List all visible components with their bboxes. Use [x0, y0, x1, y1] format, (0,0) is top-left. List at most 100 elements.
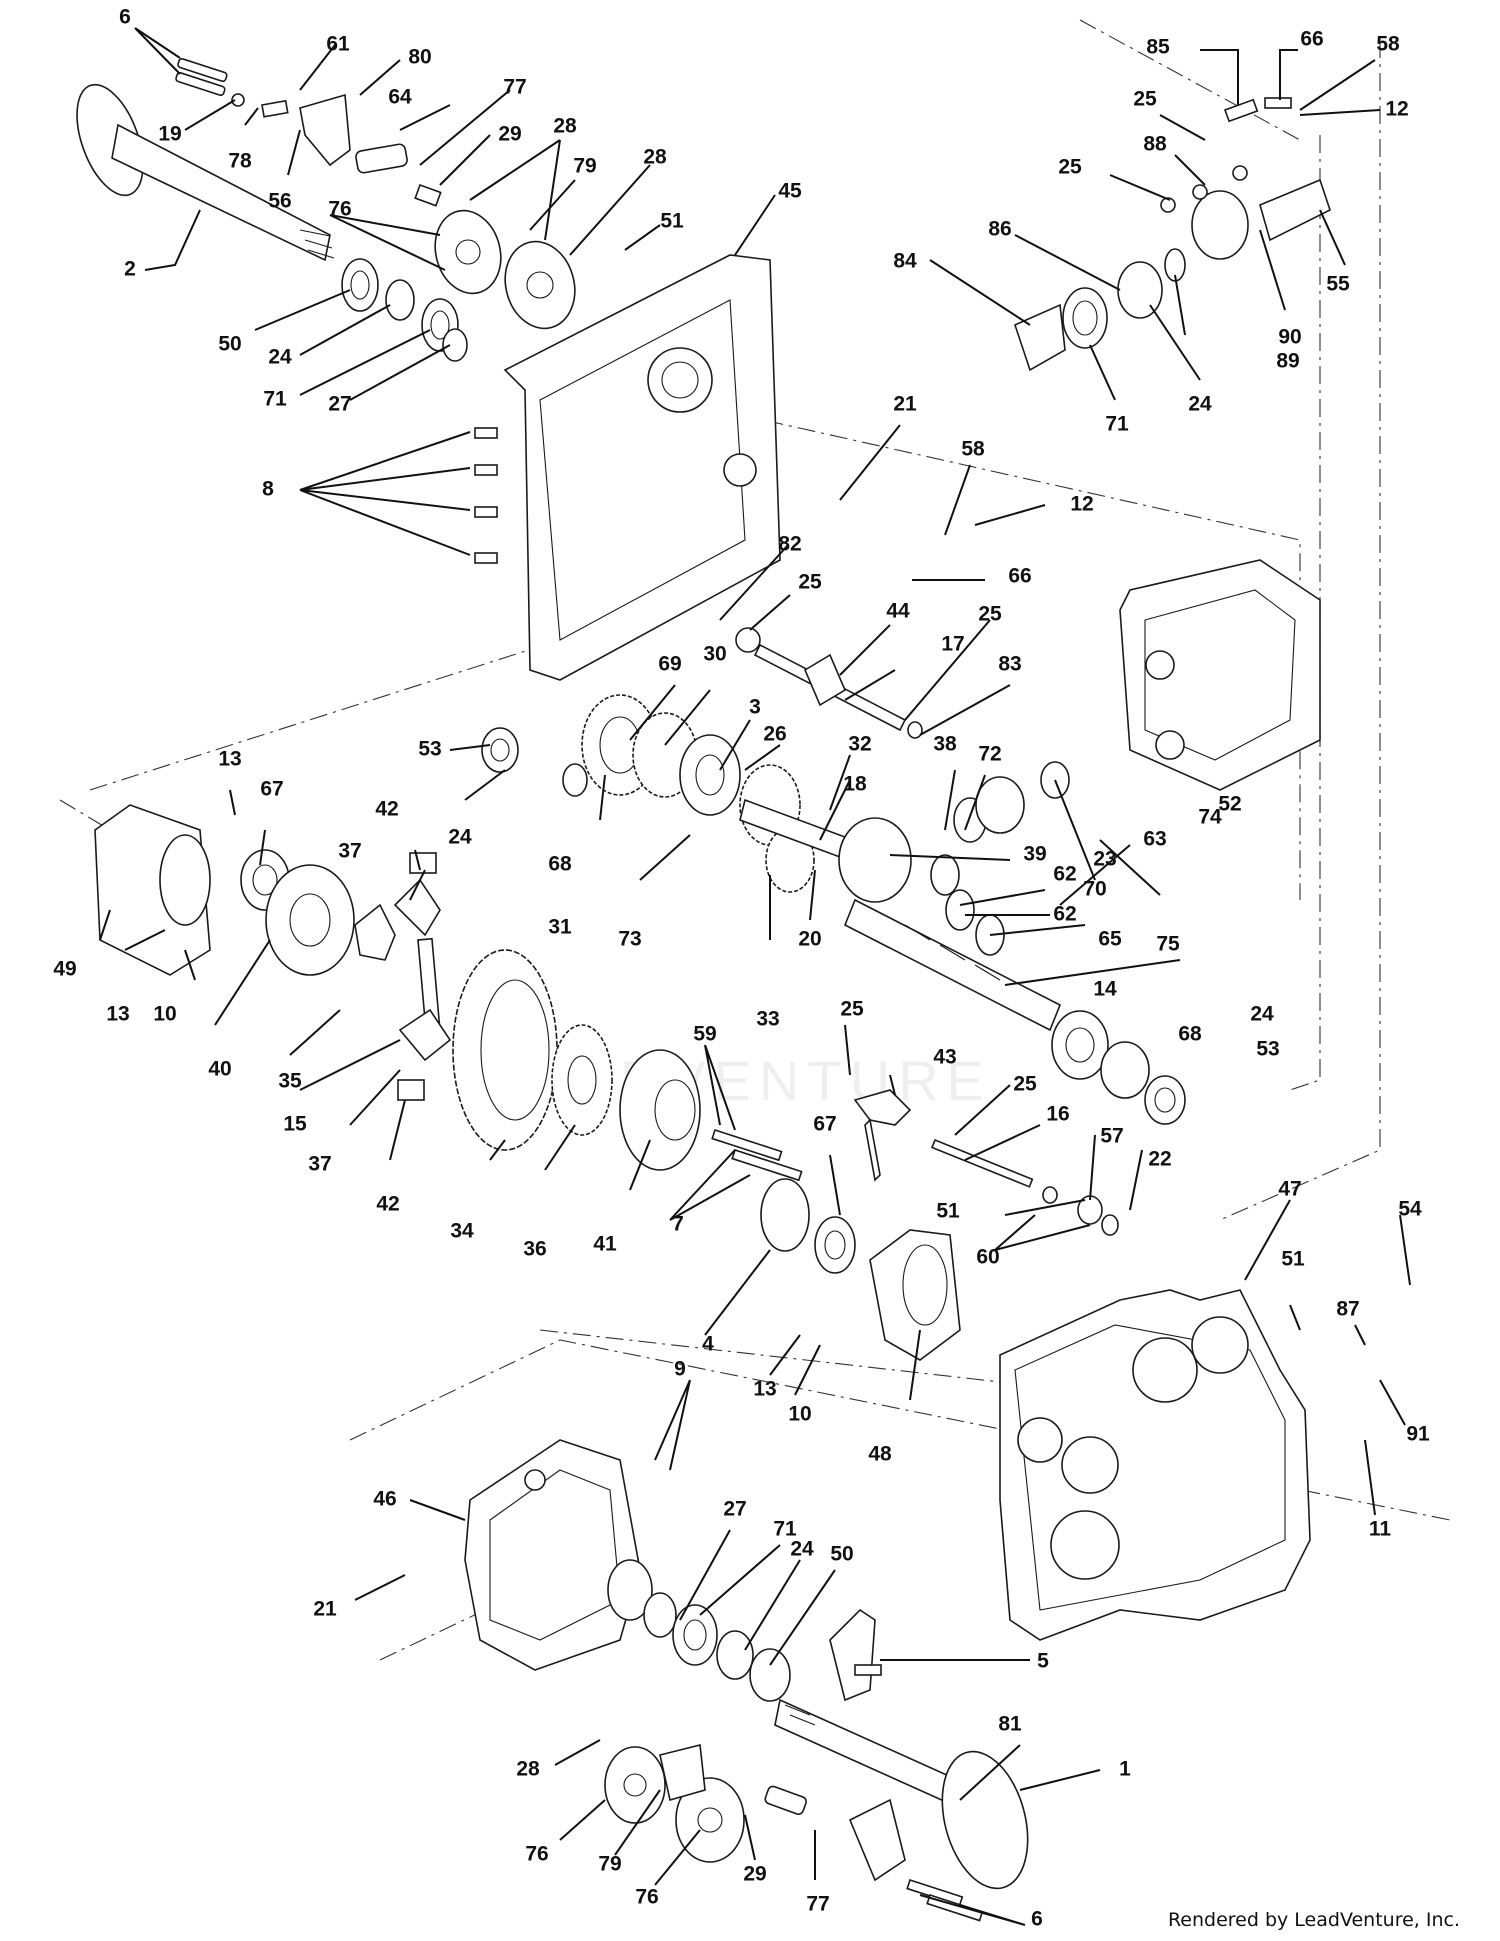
- callout-label: 68: [548, 853, 572, 876]
- callout-label: 76: [635, 1886, 658, 1909]
- callout-label: 62: [1053, 863, 1076, 886]
- callout-label: 50: [830, 1543, 853, 1566]
- callout-label: 90: [1278, 326, 1301, 349]
- callout-label: 46: [373, 1488, 396, 1511]
- main-housing-47: [999, 1289, 1311, 1641]
- callout-label: 30: [703, 643, 726, 666]
- callout-label: 3: [749, 696, 761, 719]
- callout-label: 28: [553, 115, 577, 138]
- callout-label: 84: [893, 250, 917, 273]
- output-shaft-14: [838, 761, 1070, 1032]
- callout-label: 24: [1188, 393, 1212, 416]
- left-housing-49: [94, 804, 211, 976]
- callout-label: 41: [593, 1233, 617, 1256]
- brake-lever-upper: [299, 93, 442, 207]
- callout-label: 67: [813, 1113, 836, 1136]
- brake-discs-lower: [604, 1744, 745, 1863]
- leader-lines: [99, 27, 1411, 1926]
- callout-label: 13: [753, 1378, 776, 1401]
- callout-label: 10: [153, 1003, 176, 1026]
- callout-label: 37: [338, 840, 361, 863]
- callout-label: 27: [723, 1498, 746, 1521]
- callout-label: 51: [936, 1200, 960, 1223]
- bearing-housing-48: [869, 1229, 961, 1361]
- callout-label: 54: [1398, 1198, 1422, 1221]
- bolts-8: [474, 427, 498, 564]
- callout-label: 27: [328, 393, 351, 416]
- callout-label: 91: [1406, 1423, 1430, 1446]
- callout-label: 1: [1119, 1758, 1131, 1781]
- callout-label: 45: [778, 180, 802, 203]
- callout-label: 36: [523, 1238, 546, 1261]
- callout-label: 44: [886, 600, 910, 623]
- callout-label: 51: [1281, 1248, 1305, 1271]
- callout-label: 49: [53, 958, 76, 981]
- callout-label: 33: [756, 1008, 779, 1031]
- callout-label: 17: [941, 633, 964, 656]
- callout-label: 28: [643, 146, 667, 169]
- callout-label: 6: [119, 6, 131, 29]
- ring-gear-34: [452, 949, 613, 1151]
- callout-label: 29: [743, 1863, 766, 1886]
- callout-label: 63: [1143, 828, 1166, 851]
- callout-label: 25: [840, 998, 864, 1021]
- callout-label: 55: [1326, 273, 1350, 296]
- right-end-bearings: [1051, 1010, 1186, 1125]
- render-credit: Rendered by LeadVenture, Inc.: [1167, 1909, 1460, 1931]
- callout-label: 80: [408, 46, 431, 69]
- callout-label: 88: [1143, 133, 1167, 156]
- fork-43-group: [853, 1089, 1119, 1236]
- callout-label: 51: [660, 210, 684, 233]
- callout-label: 6: [1031, 1908, 1043, 1931]
- bracket-5: [829, 1608, 882, 1702]
- callout-label: 14: [1093, 978, 1117, 1001]
- callout-label: 75: [1156, 933, 1180, 956]
- callout-label: 28: [516, 1758, 540, 1781]
- callout-label: 71: [1105, 413, 1129, 436]
- axle-shaft-upper: [76, 83, 335, 262]
- callout-label: 9: [674, 1358, 686, 1381]
- callout-label: 43: [933, 1046, 956, 1069]
- callout-label: 89: [1276, 350, 1299, 373]
- callout-label: 53: [1256, 1038, 1279, 1061]
- callout-label: 25: [1058, 156, 1082, 179]
- callout-label: 58: [1376, 33, 1400, 56]
- callout-label: 24: [268, 346, 292, 369]
- side-plate-45: [503, 254, 781, 681]
- callout-label: 56: [268, 190, 291, 213]
- callout-label: 64: [388, 86, 412, 109]
- bevel-pinion-group: [1014, 97, 1331, 372]
- differential-group: [240, 849, 452, 1101]
- callout-label: 20: [798, 928, 821, 951]
- callout-label: 39: [1023, 843, 1046, 866]
- axle-shaft-lower: [774, 1698, 1029, 1890]
- callout-label: 68: [1178, 1023, 1202, 1046]
- callout-label: 19: [158, 123, 181, 146]
- callout-label: 57: [1100, 1125, 1123, 1148]
- callout-label: 47: [1278, 1178, 1301, 1201]
- callout-label: 40: [208, 1058, 231, 1081]
- callout-label: 22: [1148, 1148, 1171, 1171]
- callout-label: 67: [260, 778, 283, 801]
- callout-label: 12: [1385, 98, 1408, 121]
- callout-label: 69: [658, 653, 681, 676]
- callout-label: 77: [806, 1893, 829, 1916]
- lower-bearings: [643, 1592, 791, 1702]
- callout-label: 37: [308, 1153, 331, 1176]
- callout-label: 86: [988, 218, 1011, 241]
- callout-label: 61: [326, 33, 350, 56]
- callout-label: 16: [1046, 1103, 1069, 1126]
- callout-label: 34: [450, 1220, 474, 1243]
- callout-label: 79: [598, 1853, 621, 1876]
- callout-label: 78: [228, 150, 252, 173]
- callout-label: 21: [313, 1598, 337, 1621]
- callout-label: 11: [1369, 1518, 1392, 1541]
- callout-label: 7: [672, 1213, 684, 1236]
- callout-label: 52: [1218, 793, 1241, 816]
- brake-discs-upper: [434, 209, 576, 330]
- callout-label: 50: [218, 333, 241, 356]
- callout-label: 5: [1037, 1650, 1049, 1673]
- callout-label: 25: [1013, 1073, 1037, 1096]
- callout-label: 60: [976, 1246, 999, 1269]
